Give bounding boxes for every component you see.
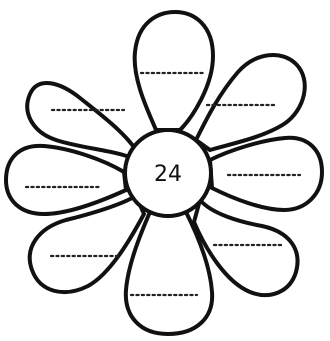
petal-left: [6, 146, 126, 214]
petal-top: [135, 12, 213, 130]
center-number: 24: [154, 162, 182, 187]
